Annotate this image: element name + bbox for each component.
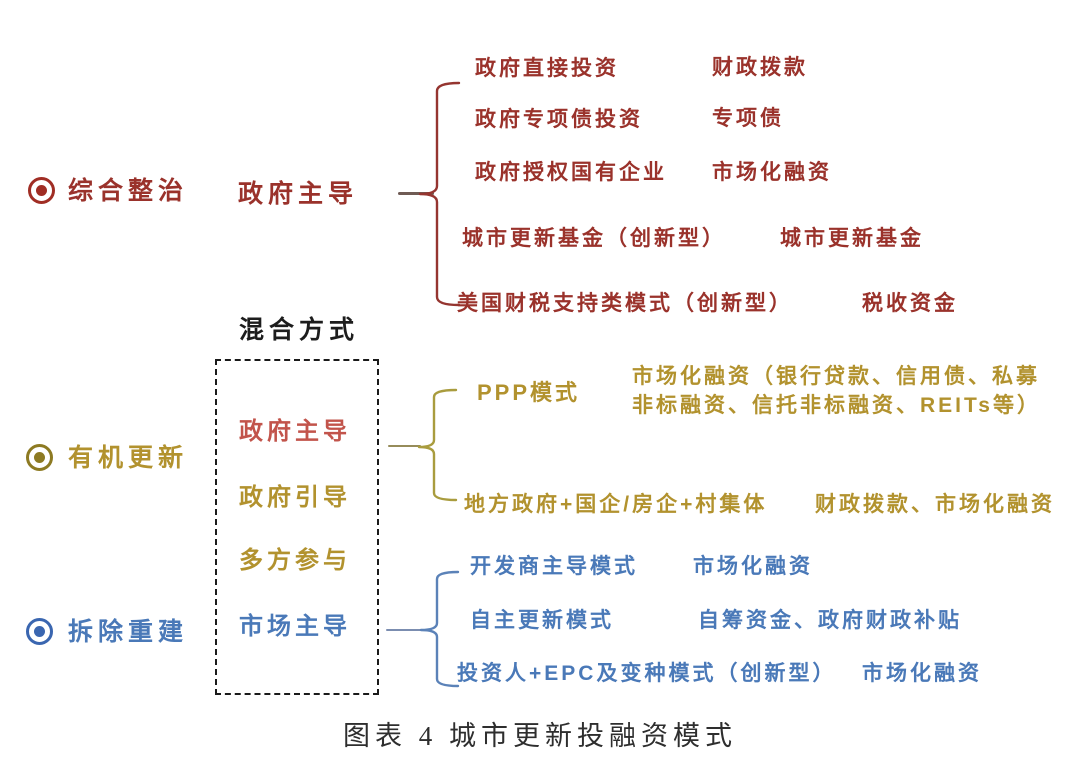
row-mode-label: 投资人+EPC及变种模式（创新型）	[457, 662, 837, 685]
mixed-box-item-government-guided: 政府引导	[239, 484, 351, 511]
row-funding-label-line1: 市场化融资（银行贷款、信用债、私募	[632, 365, 1040, 388]
connector-line-red	[398, 192, 434, 195]
row-funding-label: 城市更新基金	[780, 227, 924, 250]
row-mode-label: 城市更新基金（创新型）	[462, 227, 726, 250]
row-funding-label-line2: 非标融资、信托非标融资、REITs等）	[632, 394, 1041, 417]
row-funding-label: 自筹资金、政府财政补贴	[698, 609, 962, 632]
mixed-mode-box	[215, 359, 379, 695]
row-funding-label: 专项债	[712, 107, 784, 130]
row-mode-label: 政府授权国有企业	[475, 161, 667, 184]
row-funding-label: 财政拨款	[712, 56, 808, 79]
row-funding-label: 市场化融资	[862, 662, 982, 685]
row-mode-label: 美国财税支持类模式（创新型）	[457, 292, 793, 315]
connector-line-blue	[386, 629, 423, 631]
row-mode-label: 开发商主导模式	[470, 555, 638, 578]
category-label-comprehensive-renovation: 综合整治	[68, 177, 189, 205]
curly-brace-gold	[417, 388, 458, 502]
mixed-mode-title: 混合方式	[239, 316, 360, 344]
row-mode-label: 政府直接投资	[475, 57, 619, 80]
row-mode-label: 政府专项债投资	[475, 108, 643, 131]
row-funding-label: 税收资金	[862, 292, 958, 315]
mixed-box-item-market-led: 市场主导	[239, 613, 351, 640]
category-label-demolition-rebuild: 拆除重建	[68, 618, 189, 646]
connector-line-gold	[388, 445, 421, 447]
figure-caption: 图表 4 城市更新投融资模式	[343, 721, 737, 751]
row-funding-label: 市场化融资	[712, 161, 832, 184]
mixed-box-item-government-led: 政府主导	[239, 418, 351, 445]
row-funding-label: 财政拨款、市场化融资	[815, 493, 1055, 516]
mixed-box-item-multi-party: 多方参与	[239, 547, 351, 574]
curly-brace-blue	[419, 570, 460, 688]
category-label-organic-renewal: 有机更新	[68, 444, 189, 472]
row-mode-label: PPP模式	[477, 380, 581, 405]
row-mode-label: 自主更新模式	[470, 609, 614, 632]
mode-label-government-led: 政府主导	[238, 180, 359, 208]
row-funding-label: 市场化融资	[693, 555, 813, 578]
bullseye-icon-organic-renewal	[26, 444, 53, 471]
row-mode-label: 地方政府+国企/房企+村集体	[464, 493, 768, 516]
bullseye-icon-demolition-rebuild	[26, 618, 53, 645]
bullseye-icon-comprehensive-renovation	[28, 177, 55, 204]
curly-brace-red	[418, 81, 461, 307]
